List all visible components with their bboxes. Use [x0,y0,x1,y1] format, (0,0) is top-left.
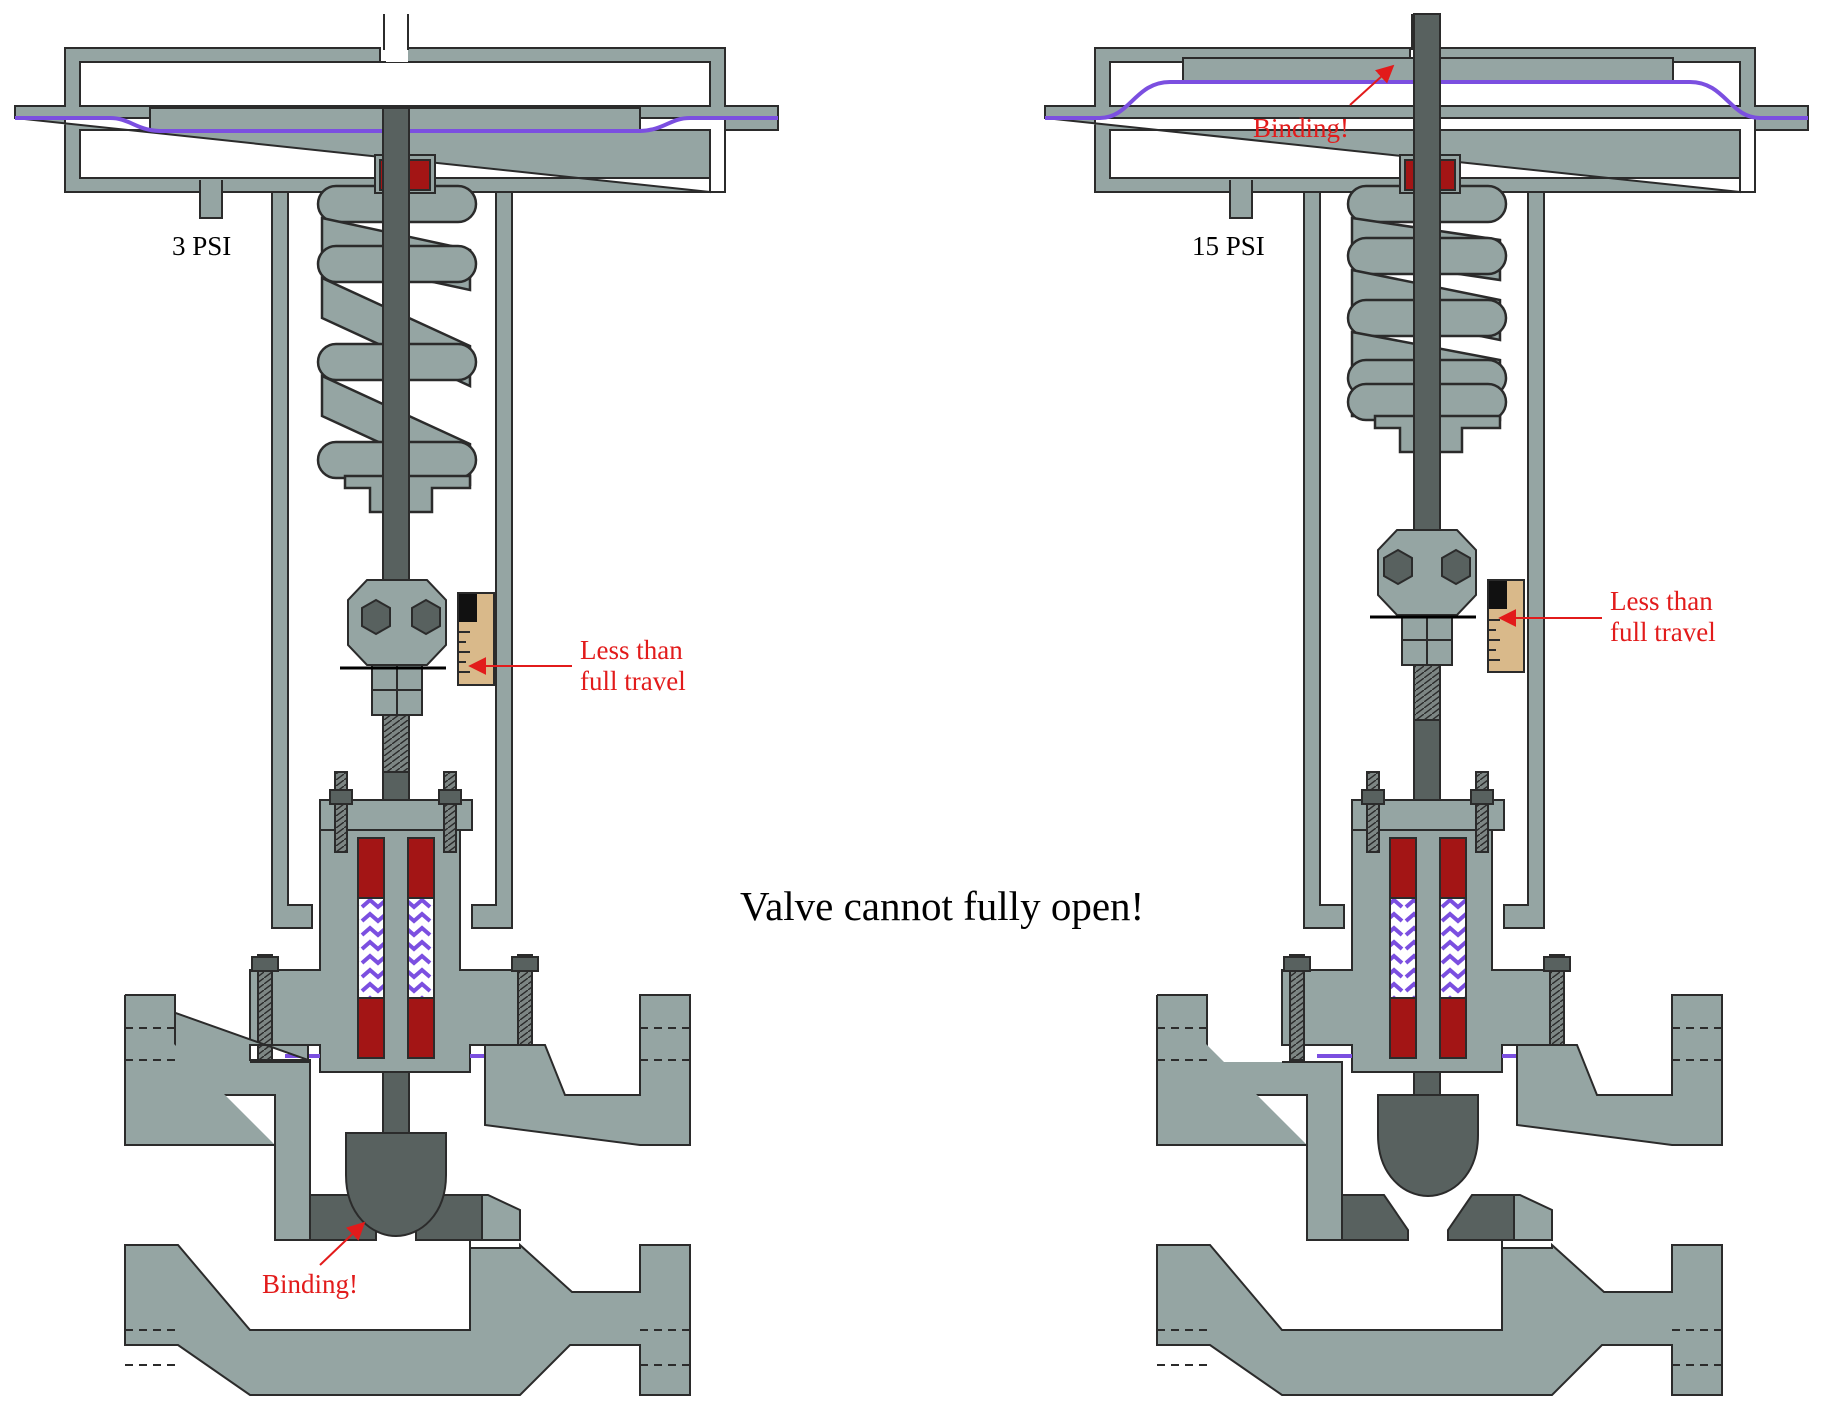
right-packing-lower [1389,997,1417,1059]
left-yoke [271,191,513,929]
right-indicator-label-line1: Less than [1610,586,1713,616]
right-seat-ring-right [1447,1194,1515,1241]
left-diaphragm-casing-top [14,47,779,119]
left-bonnet [249,799,526,1073]
right-binding-label: Binding! [1253,113,1349,143]
left-valve-body-right-upper [484,994,691,1146]
right-yoke [1303,191,1545,929]
right-valve-body-right-upper [1516,994,1723,1146]
right-travel-scale [1487,579,1525,673]
left-binding-label: Binding! [262,1269,358,1299]
right-valve [1044,13,1809,1396]
center-caption: Valve cannot fully open! [740,883,1144,929]
right-indicator-label-line2: full travel [1610,617,1716,647]
left-indicator-label-line2: full travel [580,666,686,696]
left-binding-arrow [319,1221,366,1266]
left-travel-scale [457,592,495,686]
right-binding-arrow [1349,64,1395,106]
right-packing-upper [1389,837,1417,899]
right-seat-ring-left [1341,1194,1409,1241]
left-stem-connector [340,579,447,716]
right-stem-connector [1370,529,1477,666]
right-valve-body-lower [1156,1194,1723,1396]
left-top-port [386,14,408,62]
right-packing-spring [1389,897,1417,999]
left-pressure-label: 3 PSI [172,231,231,261]
left-indicator-label-line1: Less than [580,635,683,665]
left-packing-upper [357,837,385,899]
left-packing-lower [357,997,385,1059]
left-plug [345,1132,447,1238]
right-pressure-label: 15 PSI [1192,231,1265,261]
left-valve [14,14,779,1396]
right-plug [1377,1094,1479,1198]
left-packing-spring [357,897,385,999]
right-bonnet [1281,799,1558,1073]
